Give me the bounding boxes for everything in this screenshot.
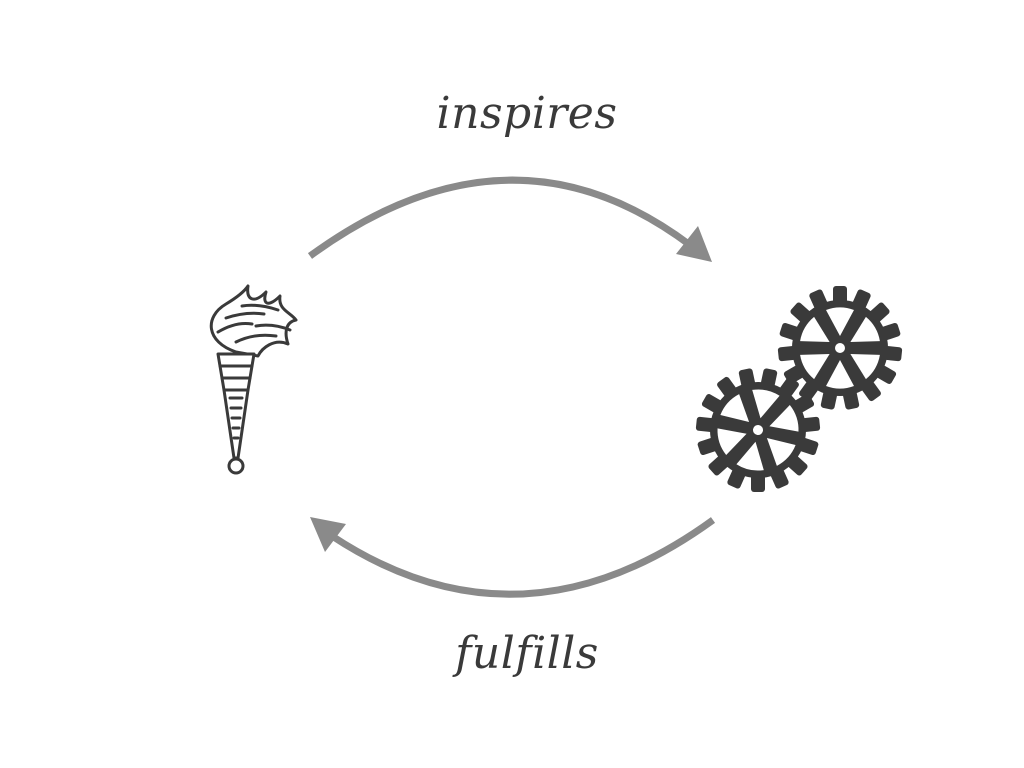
torch-icon — [209, 284, 298, 475]
fulfills-label: fulfills — [455, 628, 599, 679]
gear-large-top — [777, 286, 903, 411]
gears-icon — [695, 286, 903, 495]
inspires-label: inspires — [436, 88, 618, 139]
fulfills-arrow — [330, 517, 716, 598]
fulfills-arrowhead — [310, 517, 346, 552]
inspires-arrowhead — [676, 226, 712, 262]
inspires-arrow — [307, 176, 693, 259]
